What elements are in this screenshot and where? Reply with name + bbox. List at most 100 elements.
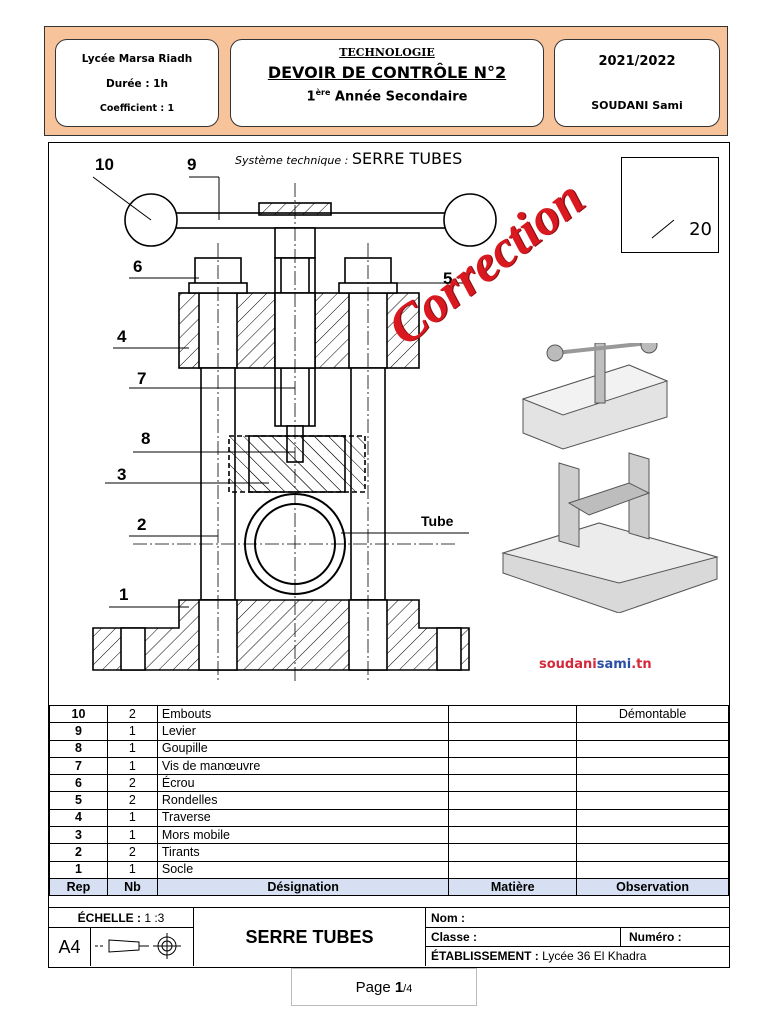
cell-rep: 10 [49,704,108,724]
cell-designation: Tirants [156,843,450,862]
cell-rep: 9 [49,722,108,741]
cell-nb: 1 [106,860,158,879]
cell-observation [576,860,729,879]
cell-designation: Levier [156,722,450,741]
system-label: Système technique : SERRE TUBES [235,149,463,168]
header-rep: Rep [49,877,108,897]
cell-designation: Mors mobile [156,826,450,845]
cell-designation: Socle [156,860,450,879]
cell-rep: 2 [49,843,108,862]
coefficient: Coefficient : 1 [99,103,175,114]
score-box: 20 [621,157,719,253]
cell-observation [576,843,729,862]
school-year: 2021/2022 [598,54,676,69]
projection-method-icon [95,933,181,959]
drawing-sheet: 10 9 6 5 4 7 8 3 2 1 Tube Système techni… [48,142,730,968]
isometric-view-image [501,343,719,613]
cell-observation [576,756,729,776]
part-label-3: 3 [117,465,127,484]
cell-matiere [448,739,578,758]
slash-mark [651,219,675,239]
scale-field: ÉCHELLE : 1 :3 [49,908,194,928]
header-matiere: Matière [448,877,578,897]
cell-matiere [448,774,578,793]
school-field: ÉTABLISSEMENT : Lycée 36 El Khadra [431,949,647,963]
technical-drawing-area: 10 9 6 5 4 7 8 3 2 1 Tube Système techni… [49,143,729,703]
cell-observation [576,739,729,758]
cell-rep: 8 [49,739,108,758]
cell-rep: 7 [49,756,108,776]
projection-symbol [91,928,194,966]
cell-matiere [448,722,578,741]
tube-label: Tube [421,513,454,529]
cell-nb: 2 [106,843,158,862]
exam-title: DEVOIR DE CONTRÔLE N°2 [267,63,507,82]
title-block: ÉCHELLE : 1 :3 A4 SERRE TUBES Nom : Clas… [49,907,729,968]
cell-observation: Démontable [576,704,729,724]
header-band: Lycée Marsa Riadh Durée : 1h Coefficient… [44,26,728,136]
cell-designation: Rondelles [156,791,450,810]
cell-rep: 6 [49,774,108,793]
cell-observation [576,826,729,845]
part-label-10: 10 [95,155,114,174]
cell-matiere [448,704,578,724]
cell-observation [576,791,729,810]
teacher-name: SOUDANI Sami [591,99,683,112]
cell-rep: 5 [49,791,108,810]
school-info-box: Lycée Marsa Riadh Durée : 1h Coefficient… [55,39,219,127]
cell-nb: 1 [106,756,158,776]
cell-matiere [448,756,578,776]
part-label-9: 9 [187,155,197,174]
part-label-6: 6 [133,257,143,276]
cell-rep: 1 [49,860,108,879]
drawing-title: SERRE TUBES [194,908,426,966]
max-score: 20 [689,219,712,240]
number-field[interactable]: Numéro : [621,928,729,947]
cell-matiere [448,826,578,845]
cell-matiere [448,843,578,862]
website-watermark: soudanisami.tn [539,657,652,672]
part-label-4: 4 [117,327,127,346]
class-field[interactable]: Classe : [426,928,621,947]
cell-rep: 3 [49,826,108,845]
cell-matiere [448,808,578,828]
class-level: 1ère Année Secondaire [306,88,468,105]
header-designation: Désignation [156,877,450,897]
cell-matiere [448,860,578,879]
page-indicator: Page 1/4 [291,968,477,1006]
part-label-1: 1 [119,585,129,604]
year-teacher-box: 2021/2022 SOUDANI Sami [554,39,720,127]
cell-nb: 1 [106,826,158,845]
header-nb: Nb [106,877,158,897]
school-name: Lycée Marsa Riadh [81,53,193,65]
cell-designation: Goupille [156,739,450,758]
header-observation: Observation [576,877,729,897]
cell-observation [576,808,729,828]
cell-nb: 2 [106,791,158,810]
cell-nb: 2 [106,704,158,724]
cell-observation [576,722,729,741]
cell-matiere [448,791,578,810]
name-field[interactable]: Nom : [426,908,729,928]
part-label-8: 8 [141,429,151,448]
cell-designation: Vis de manœuvre [156,756,450,776]
cell-nb: 1 [106,808,158,828]
cell-nb: 1 [106,722,158,741]
subject: TECHNOLOGIE [339,46,435,59]
part-label-2: 2 [137,515,147,534]
assembly-section-drawing [92,176,497,683]
part-label-7: 7 [137,369,147,388]
cell-designation: Traverse [156,808,450,828]
